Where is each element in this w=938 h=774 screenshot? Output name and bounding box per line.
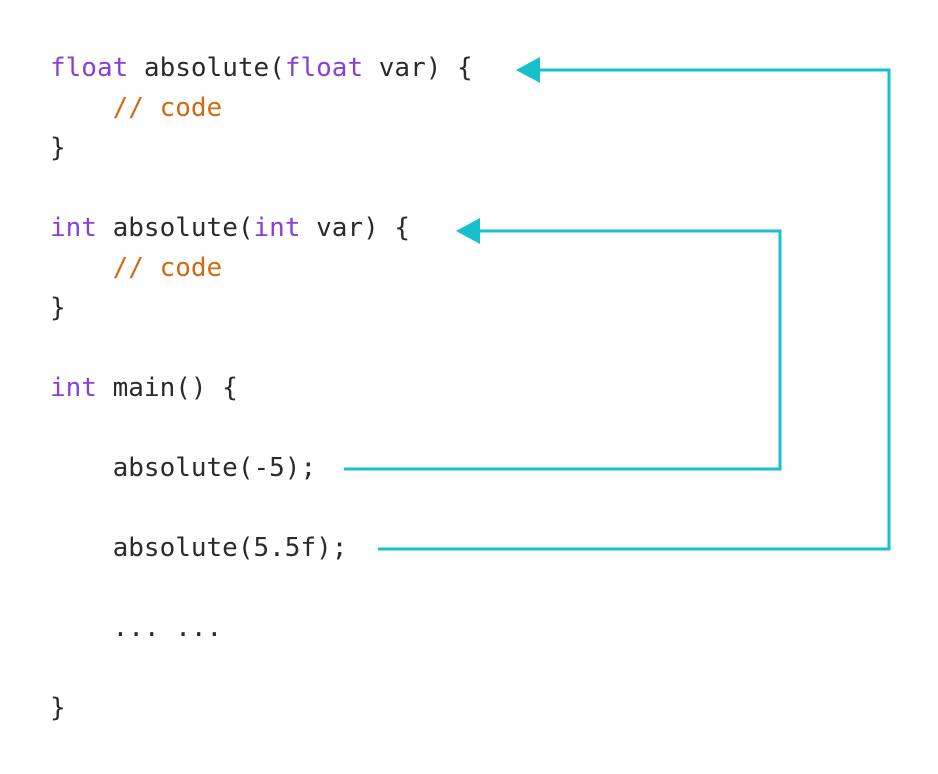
arrow-int-head: [456, 218, 480, 244]
call-absolute-float: absolute(5.5f);: [50, 528, 473, 568]
keyword-token: int: [50, 373, 97, 403]
comment-token: // code: [50, 93, 223, 123]
comment-line: // code: [50, 248, 473, 288]
comment-line: // code: [50, 88, 473, 128]
code-block: float absolute(float var) { // code}int …: [50, 48, 473, 728]
closing-brace: }: [50, 288, 473, 328]
code-token: absolute(: [128, 53, 285, 83]
code-token: absolute(: [96, 213, 254, 243]
ellipsis-line: ... ...: [50, 608, 473, 648]
closing-brace-main: }: [50, 688, 473, 728]
code-token: absolute(5.5f);: [50, 533, 348, 563]
keyword-token: float: [284, 53, 364, 83]
def-absolute-float: float absolute(float var) {: [50, 48, 473, 88]
arrow-int-path: [344, 229, 782, 471]
code-token: absolute(-5);: [50, 453, 317, 483]
arrow-float-head: [516, 57, 540, 83]
comment-token: // code: [50, 253, 223, 283]
arrow-float-path: [378, 68, 891, 551]
arrow-int-call-to-int-definition: [344, 218, 782, 471]
call-absolute-int: absolute(-5);: [50, 448, 473, 488]
keyword-token: int: [50, 213, 97, 243]
def-main: int main() {: [50, 368, 473, 408]
code-token: }: [50, 293, 66, 323]
code-token: }: [50, 693, 66, 723]
keyword-token: float: [50, 53, 129, 83]
code-token: main() {: [96, 373, 238, 403]
code-token: var) {: [300, 213, 411, 243]
code-token: ... ...: [50, 613, 223, 643]
def-absolute-int: int absolute(int var) {: [50, 208, 473, 248]
code-token: }: [50, 133, 66, 163]
code-token: var) {: [363, 53, 473, 83]
keyword-token: int: [253, 213, 301, 243]
arrow-float-call-to-float-definition: [378, 57, 891, 551]
closing-brace: }: [50, 128, 473, 168]
